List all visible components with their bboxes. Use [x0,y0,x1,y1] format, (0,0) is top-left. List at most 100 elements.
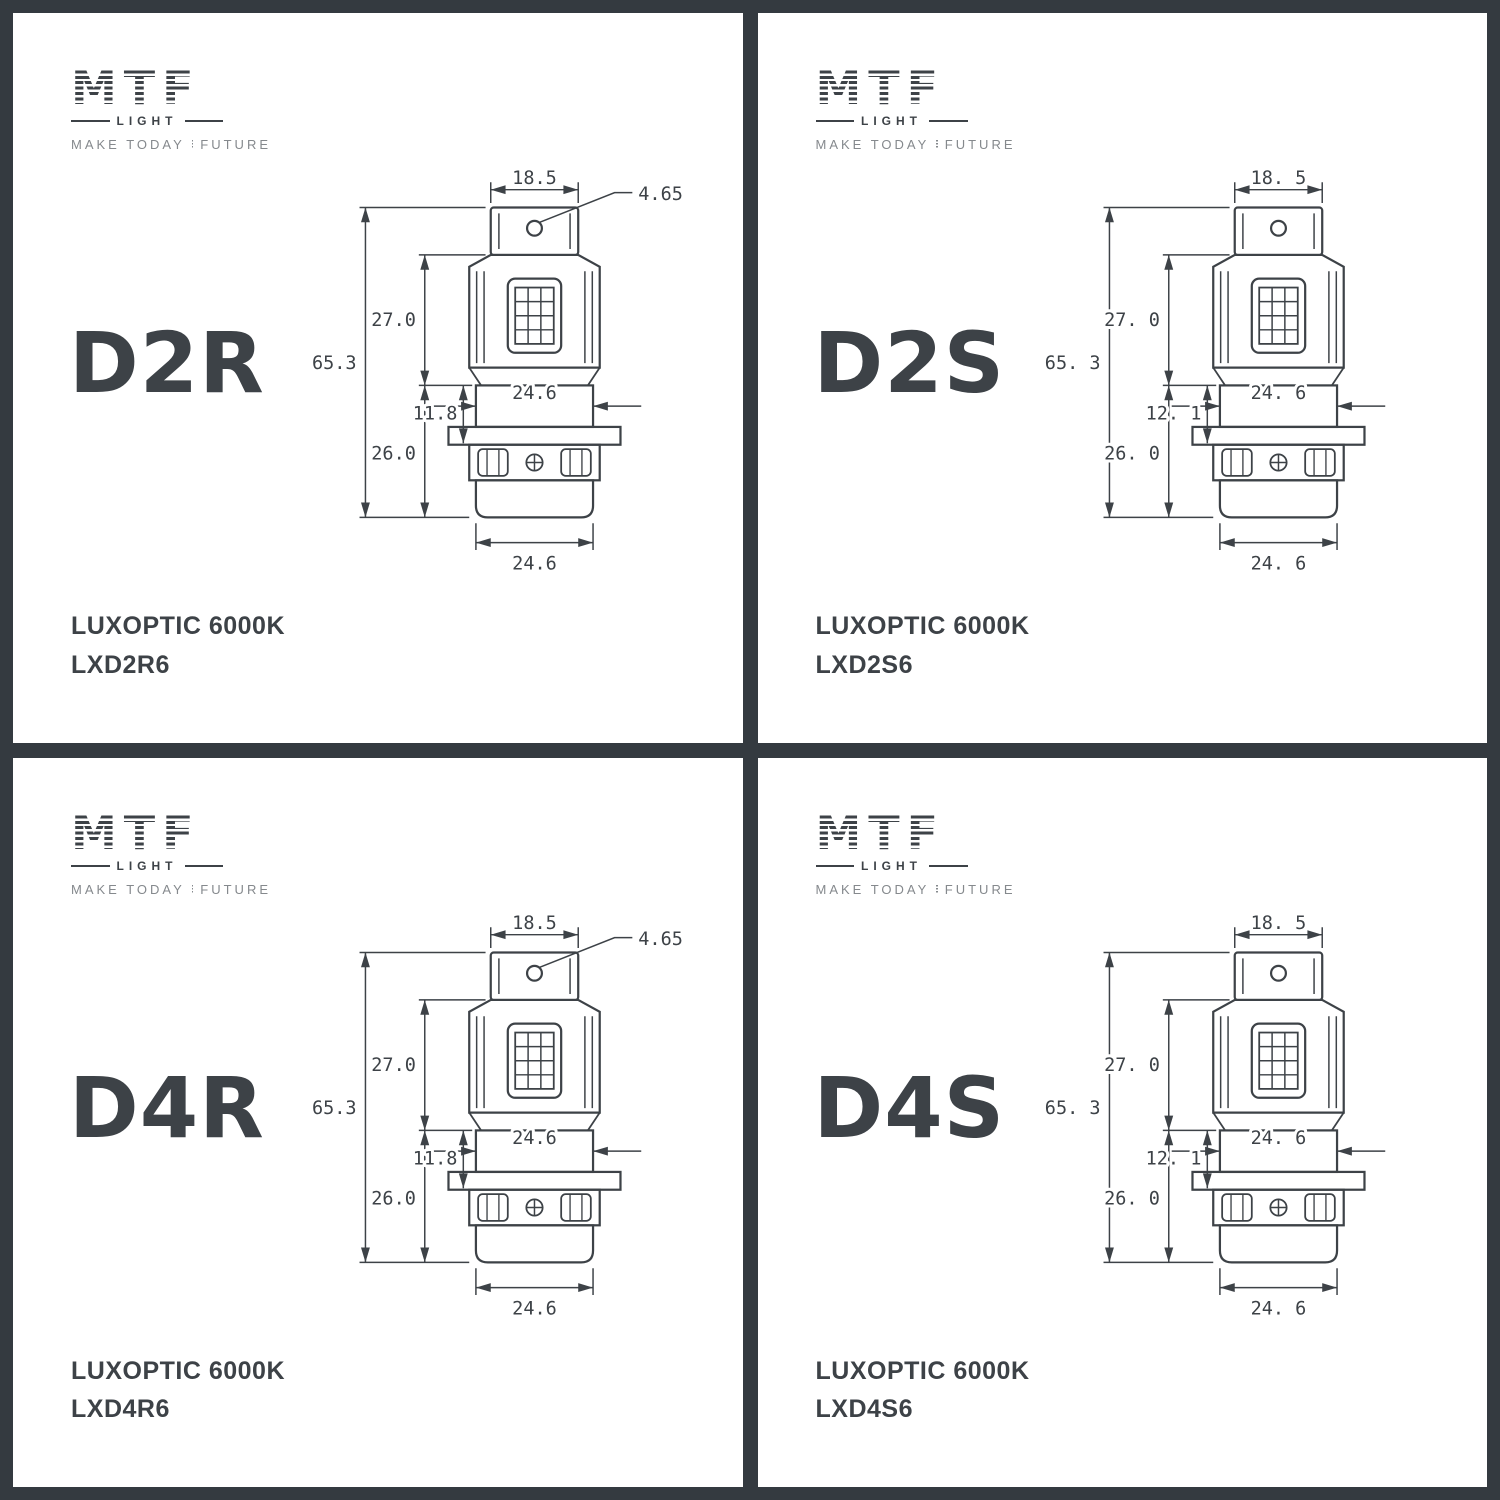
dim-lower-height-label: 26. 0 [1104,1188,1160,1209]
tagline-right: FUTURE [200,881,271,897]
product-series: LUXOPTIC 6000K [71,1356,286,1385]
brand-tagline: MAKE TODAY FUTURE [71,137,271,152]
dim-mid-width-label: 24. 6 [1251,1127,1307,1148]
dim-top-width-label: 18.5 [512,168,557,189]
dim-upper-height-label: 27.0 [371,310,416,331]
rule-right [184,120,223,122]
brand-tagline: MAKE TODAY FUTURE [816,137,1016,152]
rule-left [815,864,854,867]
panel-d4s: MTF LIGHT MAKE TODAY FUTURE D4S 18. 5 65… [757,757,1487,1487]
dim-lower-height-label: 26.0 [371,444,416,465]
product-series: LUXOPTIC 6000K [71,612,286,640]
brand-sub-row: LIGHT [815,858,968,873]
dim-upper-height-label: 27. 0 [1104,310,1160,331]
brand-sub-label: LIGHT [861,114,922,128]
brand-wordmark: MTF [816,65,1016,111]
product-code: LXD2R6 [71,650,170,679]
dimension-drawing: 18.5 4.65 65.3 27.0 11.8 24.6 26.0 24.6 [275,163,705,596]
dim-upper-height-label: 27. 0 [1104,1055,1160,1076]
brand-logo: MTF LIGHT MAKE TODAY FUTURE [71,810,271,897]
dim-mid-height-label: 11.8 [412,404,457,425]
tagline-left: MAKE TODAY [71,137,185,152]
product-footer: LUXOPTIC 6000K LXD2R6 [71,607,285,685]
rule-left [71,120,110,122]
product-code: LXD2S6 [815,650,913,679]
brand-logo: MTF LIGHT MAKE TODAY FUTURE [71,65,271,152]
product-footer: LUXOPTIC 6000K LXD4S6 [816,1352,1030,1430]
dim-total-height-label: 65.3 [311,353,356,374]
panel-d2r: MTF LIGHT MAKE TODAY FUTURE D2R 18.5 4.6… [13,13,743,743]
dim-top-width-label: 18. 5 [1251,912,1307,933]
brand-tagline: MAKE TODAY FUTURE [816,882,1016,897]
product-code: LXD4R6 [71,1395,170,1424]
tagline-left: MAKE TODAY [815,137,930,152]
stripes-icon [936,884,938,894]
rule-right [929,120,968,122]
brand-sub-label: LIGHT [116,858,178,873]
tagline-left: MAKE TODAY [815,881,930,897]
product-series: LUXOPTIC 6000K [815,612,1030,640]
panel-d4r: MTF LIGHT MAKE TODAY FUTURE D4R 18.5 4.6… [13,757,743,1487]
dimension-drawing: 18.5 4.65 65.3 27.0 11.8 24.6 26.0 24.6 [275,908,705,1341]
panel-d2s: MTF LIGHT MAKE TODAY FUTURE D2S 18. 5 65… [757,13,1487,743]
product-title: D4S [813,1058,1006,1157]
bulb-outline [446,950,622,1263]
brand-logo: MTF LIGHT MAKE TODAY FUTURE [815,65,1016,152]
product-series: LUXOPTIC 6000K [815,1356,1030,1385]
brand-sub-row: LIGHT [815,114,968,128]
rule-right [184,864,223,867]
brand-sub-row: LIGHT [71,114,223,128]
tagline-left: MAKE TODAY [71,881,185,897]
bulb-dimension-svg: 18.5 4.65 65.3 27.0 11.8 24.6 26.0 24.6 [308,909,685,1321]
product-title: D4R [69,1058,265,1157]
brand-wordmark: MTF [71,65,271,111]
rule-left [815,120,854,122]
dim-upper-height-label: 27.0 [371,1055,416,1076]
bulb-dimension-svg: 18. 5 65. 3 27. 0 12. 1 24. 6 26. 0 24. … [1042,165,1449,577]
dimension-drawing: 18. 5 65. 3 27. 0 12. 1 24. 6 26. 0 24. … [1019,163,1449,596]
dim-mid-height-label: 12. 1 [1146,404,1202,425]
brand-wordmark: MTF [816,810,1016,856]
dim-mid-width-label: 24. 6 [1251,383,1307,404]
dim-mid-height-label: 11.8 [412,1148,457,1169]
dim-hole-offset-label: 4.65 [638,929,683,950]
dim-top-width-label: 18.5 [512,912,557,933]
dim-bottom-width-label: 24. 6 [1251,553,1307,574]
brand-wordmark: MTF [71,810,271,856]
dim-top-width-label: 18. 5 [1251,168,1307,189]
dim-hole-offset-label: 4.65 [638,184,683,205]
bulb-outline [1191,206,1366,519]
product-footer: LUXOPTIC 6000K LXD4R6 [71,1352,285,1430]
rule-left [71,864,110,867]
dim-lower-height-label: 26. 0 [1104,444,1160,465]
brand-sub-label: LIGHT [116,114,178,128]
dim-total-height-label: 65. 3 [1045,353,1101,374]
product-code: LXD4S6 [815,1395,913,1424]
dim-lower-height-label: 26.0 [371,1188,416,1209]
dim-total-height-label: 65.3 [311,1098,356,1119]
stripes-icon [191,140,194,149]
brand-sub-row: LIGHT [71,859,223,873]
product-footer: LUXOPTIC 6000K LXD2S6 [816,607,1030,685]
brand-tagline: MAKE TODAY FUTURE [71,882,271,897]
dimension-drawing: 18. 5 65. 3 27. 0 12. 1 24. 6 26. 0 24. … [1019,908,1449,1341]
dim-bottom-width-label: 24.6 [512,553,557,574]
product-title: D2S [813,314,1006,412]
brand-sub-label: LIGHT [861,858,922,873]
dim-mid-height-label: 12. 1 [1146,1148,1202,1169]
dim-total-height-label: 65. 3 [1045,1098,1101,1119]
product-title: D2R [69,314,265,412]
tagline-right: FUTURE [944,881,1016,897]
dim-bottom-width-label: 24.6 [512,1298,557,1319]
bulb-dimension-svg: 18. 5 65. 3 27. 0 12. 1 24. 6 26. 0 24. … [1042,909,1449,1322]
dim-mid-width-label: 24.6 [512,383,557,404]
tagline-right: FUTURE [200,137,271,152]
stripes-icon [936,140,938,149]
bulb-dimension-svg: 18.5 4.65 65.3 27.0 11.8 24.6 26.0 24.6 [308,165,685,577]
stripes-icon [191,884,194,894]
bulb-outline [1191,950,1366,1263]
dim-mid-width-label: 24.6 [512,1127,557,1148]
dim-bottom-width-label: 24. 6 [1251,1298,1307,1319]
brand-logo: MTF LIGHT MAKE TODAY FUTURE [815,810,1016,897]
